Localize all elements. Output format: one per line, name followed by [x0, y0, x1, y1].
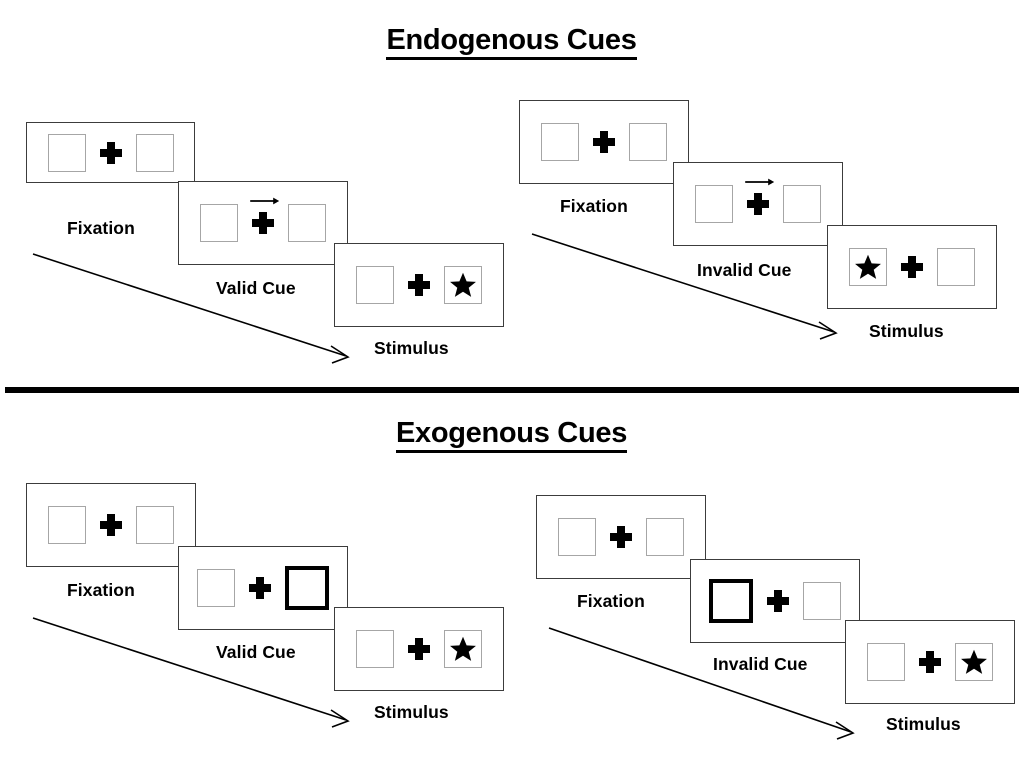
- frame-content: [520, 101, 688, 183]
- right-placeholder-box: [803, 582, 841, 620]
- frame-content: [27, 123, 194, 182]
- endogenous-valid-frame-stimulus: [334, 243, 504, 327]
- right-placeholder-box: [937, 248, 975, 286]
- fixation-cross-icon: [408, 638, 430, 660]
- right-placeholder-box: [783, 185, 821, 223]
- exogenous-invalid-label-cue: Invalid Cue: [713, 654, 808, 674]
- star-target-icon: [961, 649, 987, 674]
- section-divider: [5, 387, 1019, 393]
- left-placeholder-box: [541, 123, 579, 161]
- section-title-exogenous-text: Exogenous Cues: [395, 417, 627, 453]
- fixation-cross-icon: [747, 193, 769, 215]
- frame-content: [179, 182, 347, 264]
- endogenous-invalid-label-fixation: Fixation: [560, 196, 628, 216]
- frame-content: [179, 547, 347, 629]
- fixation-cross-icon: [99, 141, 122, 164]
- fixation-cross-icon: [767, 590, 789, 612]
- endogenous-valid-label-cue: Valid Cue: [216, 278, 296, 298]
- endogenous-invalid-frame-stimulus: [827, 225, 997, 309]
- right-placeholder-box-with-target: [444, 266, 482, 304]
- left-placeholder-box: [197, 569, 235, 607]
- fixation-cross-icon: [252, 212, 274, 234]
- section-title-endogenous-text: Endogenous Cues: [386, 24, 637, 60]
- star-target-icon: [450, 272, 476, 297]
- frame-content: [674, 163, 842, 245]
- right-placeholder-box: [288, 204, 326, 242]
- left-placeholder-box: [200, 204, 238, 242]
- exogenous-valid-label-cue: Valid Cue: [216, 642, 296, 662]
- right-placeholder-box-cued: [285, 566, 329, 610]
- arrow-right-cue-icon: [250, 197, 280, 205]
- right-placeholder-box: [646, 518, 684, 556]
- fixation-cross-wrap: [394, 638, 444, 660]
- fixation-cross-wrap: [238, 197, 288, 234]
- left-placeholder-box: [356, 630, 394, 668]
- right-placeholder-box-with-target: [955, 643, 993, 681]
- exogenous-valid-frame-fixation: [26, 483, 196, 567]
- frame-content: [27, 484, 195, 566]
- exogenous-invalid-frame-cue: [690, 559, 860, 643]
- left-placeholder-box: [695, 185, 733, 223]
- star-target-icon: [450, 636, 476, 661]
- fixation-cross-wrap: [733, 178, 783, 215]
- exogenous-invalid-frame-fixation: [536, 495, 706, 579]
- fixation-cross-wrap: [753, 590, 803, 612]
- right-placeholder-box-with-target: [444, 630, 482, 668]
- exogenous-invalid-label-stimulus: Stimulus: [886, 714, 961, 734]
- endogenous-invalid-frame-cue: [673, 162, 843, 246]
- fixation-cross-icon: [249, 577, 271, 599]
- frame-content: [335, 244, 503, 326]
- exogenous-invalid-frame-stimulus: [845, 620, 1015, 704]
- exogenous-invalid-label-fixation: Fixation: [577, 591, 645, 611]
- section-title-exogenous: Exogenous Cues: [0, 417, 1023, 453]
- left-placeholder-box: [558, 518, 596, 556]
- left-placeholder-box-cued: [709, 579, 753, 623]
- fixation-cross-icon: [408, 274, 430, 296]
- left-placeholder-box: [356, 266, 394, 304]
- fixation-cross-icon: [919, 651, 941, 673]
- fixation-cross-icon: [901, 256, 923, 278]
- fixation-cross-wrap: [887, 256, 937, 278]
- endogenous-valid-frame-fixation: [26, 122, 195, 183]
- fixation-cross-wrap: [905, 651, 955, 673]
- frame-content: [846, 621, 1014, 703]
- right-placeholder-box: [629, 123, 667, 161]
- frame-content: [828, 226, 996, 308]
- fixation-cross-wrap: [86, 514, 136, 536]
- left-placeholder-box: [867, 643, 905, 681]
- fixation-cross-wrap: [579, 131, 629, 153]
- fixation-cross-icon: [593, 131, 615, 153]
- left-placeholder-box: [47, 133, 86, 172]
- endogenous-invalid-label-cue: Invalid Cue: [697, 260, 792, 280]
- endogenous-valid-frame-cue: [178, 181, 348, 265]
- exogenous-valid-label-fixation: Fixation: [67, 580, 135, 600]
- frame-content: [537, 496, 705, 578]
- exogenous-valid-frame-stimulus: [334, 607, 504, 691]
- right-placeholder-box: [135, 133, 174, 172]
- left-placeholder-box: [48, 506, 86, 544]
- fixation-cross-wrap: [86, 141, 136, 164]
- fixation-cross-wrap: [235, 577, 285, 599]
- endogenous-valid-label-fixation: Fixation: [67, 218, 135, 238]
- fixation-cross-icon: [100, 514, 122, 536]
- fixation-cross-wrap: [394, 274, 444, 296]
- exogenous-valid-label-stimulus: Stimulus: [374, 702, 449, 722]
- arrow-right-cue-icon: [745, 178, 775, 186]
- frame-content: [335, 608, 503, 690]
- endogenous-invalid-label-stimulus: Stimulus: [869, 321, 944, 341]
- right-placeholder-box: [136, 506, 174, 544]
- exogenous-valid-frame-cue: [178, 546, 348, 630]
- star-target-icon: [855, 254, 881, 279]
- left-placeholder-box-with-target: [849, 248, 887, 286]
- section-title-endogenous: Endogenous Cues: [0, 24, 1023, 60]
- frame-content: [691, 560, 859, 642]
- endogenous-invalid-frame-fixation: [519, 100, 689, 184]
- fixation-cross-wrap: [596, 526, 646, 548]
- fixation-cross-icon: [610, 526, 632, 548]
- endogenous-valid-label-stimulus: Stimulus: [374, 338, 449, 358]
- endogenous-valid-flow-arrow: [32, 253, 350, 364]
